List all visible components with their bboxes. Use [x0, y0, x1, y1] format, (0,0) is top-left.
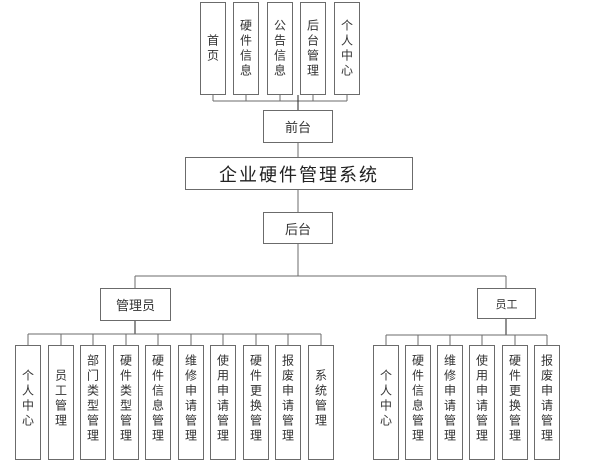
admin-module-label: 个人中心	[20, 368, 35, 429]
backend-label: 后台	[284, 222, 311, 238]
connector-lines	[27, 95, 548, 345]
employee-module-label: 硬件信息管理	[410, 353, 425, 444]
employee-role-node: 员工	[477, 288, 536, 319]
admin-module-node: 员工管理	[48, 345, 74, 460]
frontend-module-label: 个人中心	[339, 18, 354, 79]
employee-module-node: 使用申请管理	[469, 345, 495, 460]
admin-module-node: 使用申请管理	[210, 345, 236, 460]
admin-role-label: 管理员	[115, 299, 155, 314]
system-title: 企业硬件管理系统	[219, 164, 379, 186]
employee-module-label: 使用申请管理	[474, 353, 489, 444]
employee-module-label: 报废申请管理	[539, 353, 554, 444]
admin-module-label: 硬件类型管理	[118, 353, 133, 444]
frontend-module-label: 硬件信息	[238, 18, 253, 79]
system-root-node: 企业硬件管理系统	[185, 157, 413, 190]
employee-module-node: 维修申请管理	[437, 345, 463, 460]
employee-module-label: 维修申请管理	[442, 353, 457, 444]
backend-node: 后台	[263, 212, 333, 244]
admin-module-label: 报废申请管理	[280, 353, 295, 444]
admin-module-node: 部门类型管理	[80, 345, 106, 460]
admin-module-node: 报废申请管理	[275, 345, 301, 460]
employee-module-node: 个人中心	[373, 345, 399, 460]
admin-module-node: 系统管理	[308, 345, 334, 460]
employee-module-node: 报废申请管理	[534, 345, 560, 460]
admin-module-label: 使用申请管理	[215, 353, 230, 444]
admin-module-label: 硬件信息管理	[150, 353, 165, 444]
admin-module-node: 硬件类型管理	[113, 345, 139, 460]
employee-role-label: 员工	[495, 297, 518, 311]
admin-module-node: 硬件更换管理	[243, 345, 269, 460]
frontend-module-node: 个人中心	[334, 2, 360, 95]
admin-module-node: 个人中心	[15, 345, 41, 460]
frontend-module-label: 后台管理	[305, 18, 320, 79]
admin-module-node: 硬件信息管理	[145, 345, 171, 460]
admin-module-label: 维修申请管理	[183, 353, 198, 444]
employee-module-node: 硬件信息管理	[405, 345, 431, 460]
employee-module-label: 个人中心	[378, 368, 393, 429]
frontend-module-node: 后台管理	[300, 2, 326, 95]
frontend-label: 前台	[284, 121, 311, 136]
frontend-node: 前台	[263, 110, 333, 143]
employee-module-node: 硬件更换管理	[502, 345, 528, 460]
frontend-module-node: 首页	[200, 2, 226, 95]
admin-module-node: 维修申请管理	[178, 345, 204, 460]
frontend-module-label: 公告信息	[272, 18, 287, 79]
frontend-module-node: 硬件信息	[233, 2, 259, 95]
employee-module-label: 硬件更换管理	[507, 353, 522, 444]
admin-role-node: 管理员	[100, 288, 171, 321]
admin-module-label: 员工管理	[53, 368, 68, 429]
admin-module-label: 部门类型管理	[85, 353, 100, 444]
admin-module-label: 系统管理	[313, 368, 328, 429]
frontend-module-node: 公告信息	[267, 2, 293, 95]
admin-module-label: 硬件更换管理	[248, 353, 263, 444]
frontend-module-label: 首页	[205, 33, 220, 64]
